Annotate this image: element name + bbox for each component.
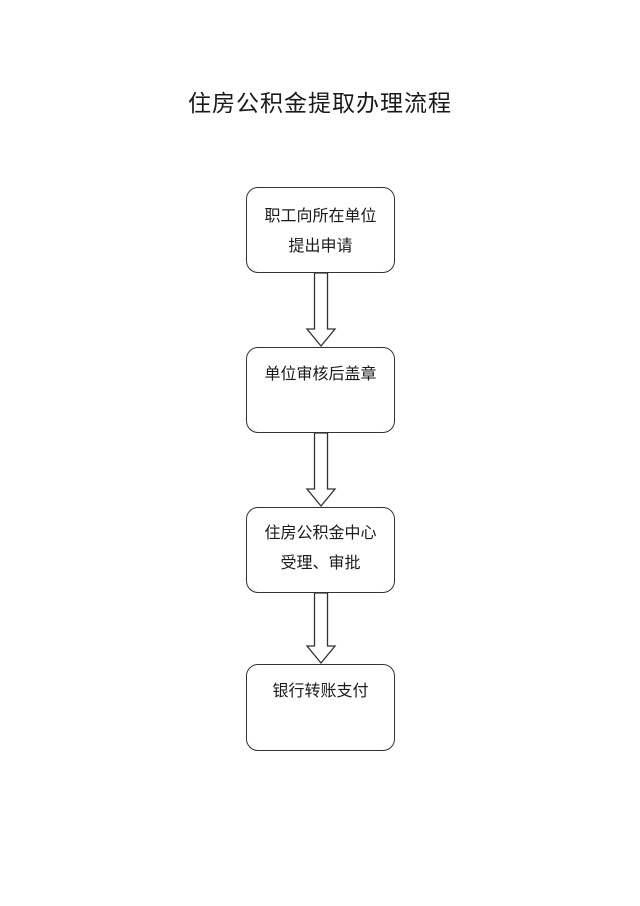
- step-text-line: 住房公积金中心: [264, 523, 377, 542]
- step-box-unit-review: 单位审核后盖章: [246, 347, 395, 433]
- down-arrow-icon: [305, 593, 337, 664]
- step-box-bank-payment: 银行转账支付: [246, 664, 395, 751]
- down-arrow-icon: [305, 273, 337, 347]
- step-text-line: 职工向所在单位: [264, 206, 377, 225]
- step-text-line: 受理、审批: [280, 553, 361, 572]
- step-text-line: 单位审核后盖章: [264, 364, 377, 383]
- step-box-center-approval: 住房公积金中心 受理、审批: [246, 507, 395, 593]
- down-arrow-icon: [305, 433, 337, 507]
- step-box-apply: 职工向所在单位 提出申请: [246, 187, 395, 273]
- step-text-line: 提出申请: [288, 236, 353, 255]
- step-text-line: 银行转账支付: [272, 681, 369, 700]
- page-title: 住房公积金提取办理流程: [188, 91, 452, 117]
